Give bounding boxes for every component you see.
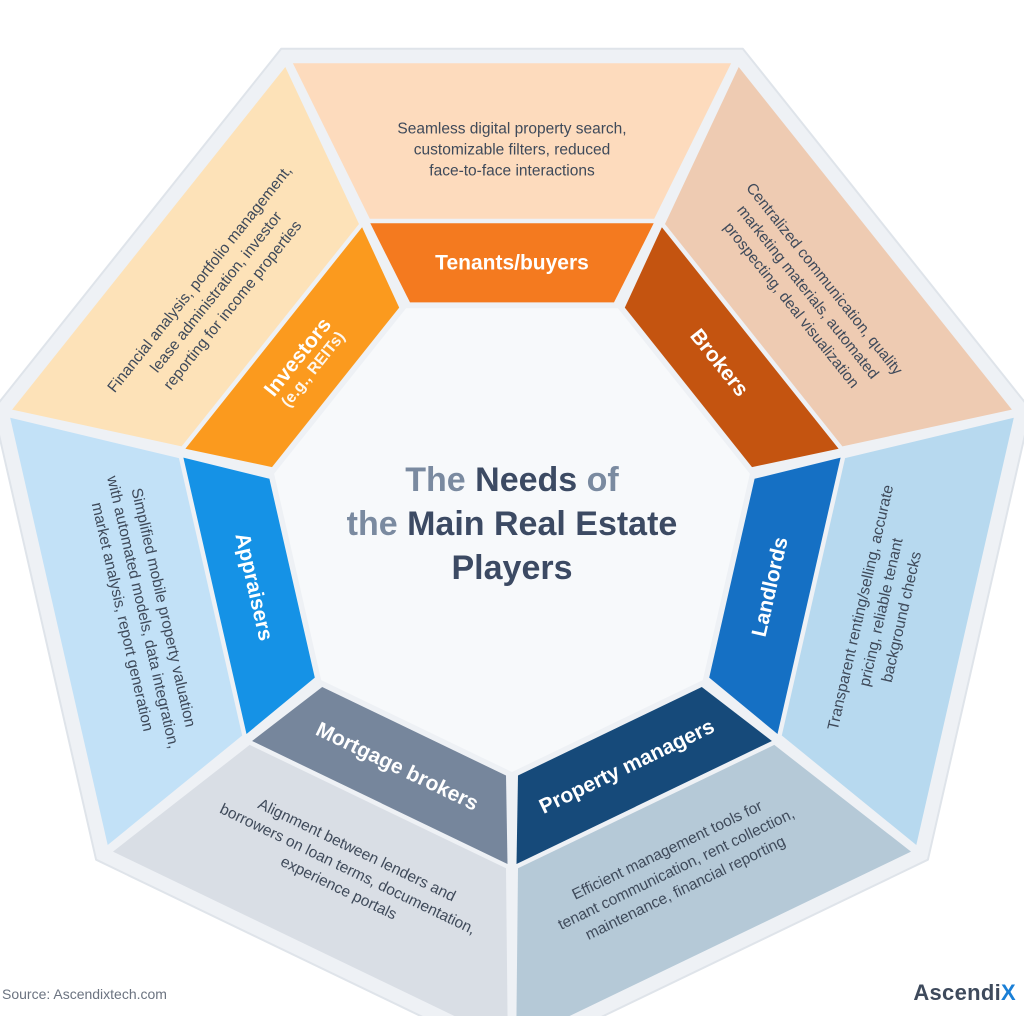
title-line: Players <box>452 549 573 587</box>
segment-band-mortgage-brokers <box>252 687 508 864</box>
label-bands <box>183 223 841 864</box>
segment-panel-mortgage-brokers <box>113 744 508 1016</box>
brand-logo: AscendiX <box>913 980 1016 1006</box>
title-word: of <box>587 461 620 499</box>
segment-band-landlords <box>709 457 841 734</box>
segment-panel-tenants <box>292 63 732 219</box>
title-word: the <box>347 505 407 543</box>
description-line: Seamless digital property search, <box>397 120 626 137</box>
title-word: The <box>405 461 475 499</box>
segment-band-tenants <box>370 223 654 303</box>
segment-band-investors <box>185 227 400 468</box>
segment-panel-landlords <box>781 417 1014 845</box>
segment-band-property-managers <box>516 687 772 864</box>
title-line: The Needs of <box>405 461 619 499</box>
title-word: Needs <box>475 461 587 499</box>
description-line: face-to-face interactions <box>429 162 595 179</box>
segment-panel-appraisers <box>10 417 243 845</box>
center-panel <box>274 308 750 772</box>
title-line: the Main Real Estate <box>347 505 678 543</box>
segment-panel-brokers <box>665 67 1012 447</box>
source-note: Source: Ascendixtech.com <box>2 986 167 1002</box>
segment-band-appraisers <box>183 457 315 734</box>
description-line: customizable filters, reduced <box>414 141 610 158</box>
brand-logo-main: Ascendi <box>913 980 1002 1005</box>
segment-panel-investors <box>12 67 359 447</box>
segment-band-brokers <box>624 227 839 468</box>
title-word: Players <box>452 549 573 587</box>
brand-logo-accent: X <box>1001 980 1016 1005</box>
center-heptagon <box>274 308 750 772</box>
segment-panel-property-managers <box>516 744 911 1016</box>
segment-label-tenants: Tenants/buyers <box>435 252 589 275</box>
outer-segments <box>10 63 1014 1016</box>
title-word: Main Real Estate <box>407 505 677 543</box>
segment-description-tenants: Seamless digital property search, customi… <box>397 120 626 179</box>
